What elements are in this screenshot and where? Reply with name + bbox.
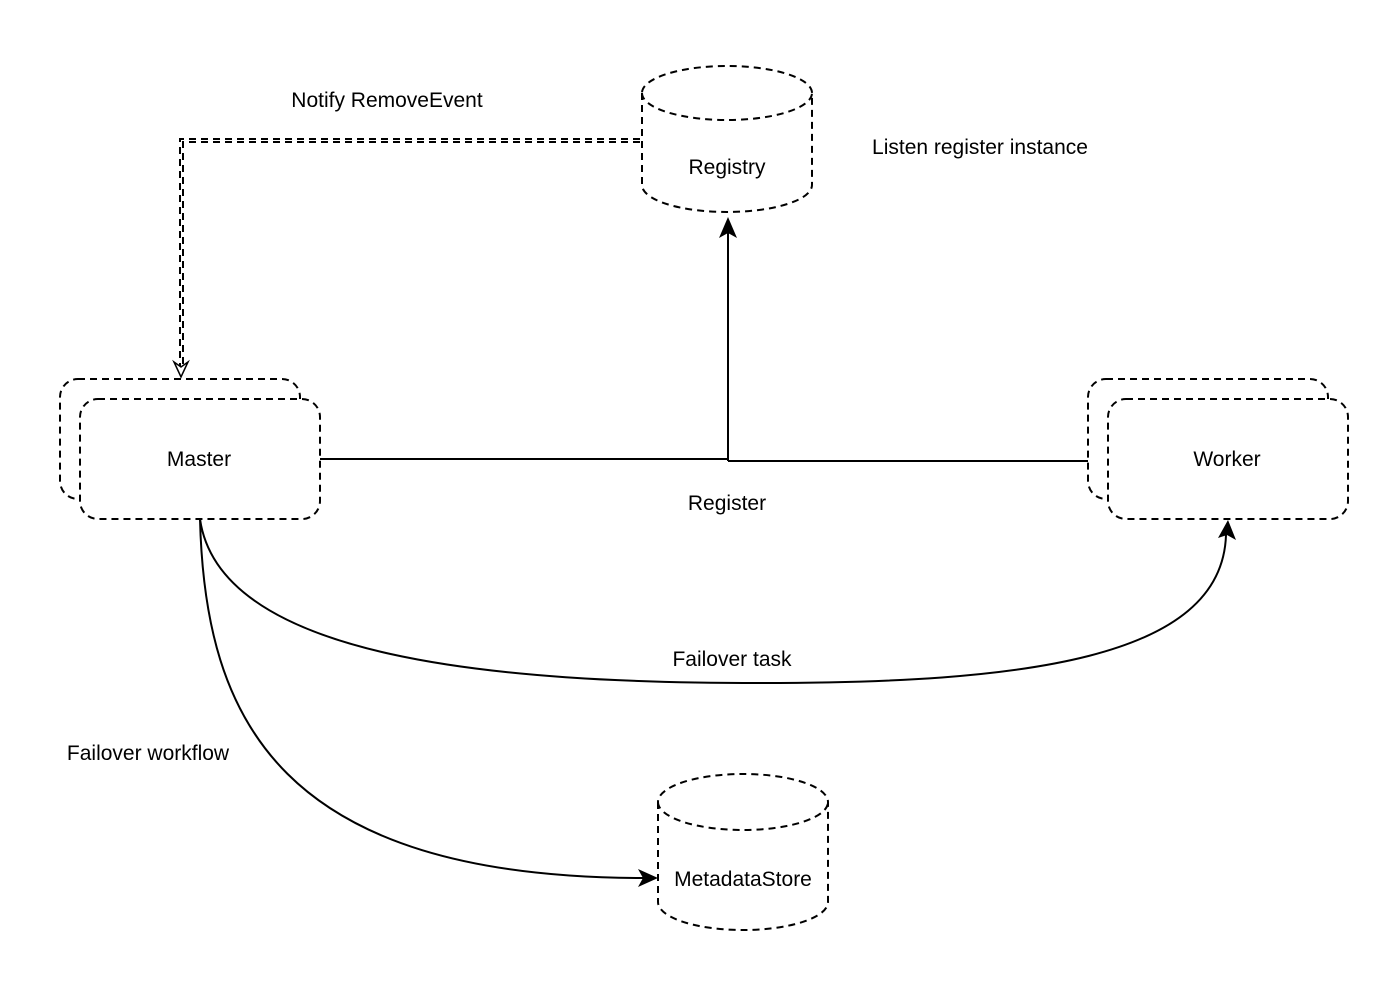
registry-label: Registry bbox=[688, 156, 766, 179]
master-node[interactable]: Master bbox=[59, 378, 321, 520]
listen-register-instance-label: Listen register instance bbox=[872, 136, 1088, 159]
metadata-store-label: MetadataStore bbox=[674, 868, 812, 891]
failover-workflow-arrowhead bbox=[638, 869, 658, 887]
notify-edge-line-a bbox=[179, 138, 640, 372]
worker-node[interactable]: Worker bbox=[1087, 378, 1349, 520]
failover-workflow-curve bbox=[199, 518, 646, 879]
master-label: Master bbox=[167, 448, 231, 471]
metadata-store-cylinder-body bbox=[657, 773, 829, 931]
registry-cylinder-top bbox=[641, 92, 813, 121]
edge-notify-remove-event bbox=[172, 138, 640, 379]
registry-cylinder-body bbox=[641, 65, 813, 213]
notify-arrowhead bbox=[172, 359, 190, 379]
worker-front-card bbox=[1107, 398, 1349, 520]
failover-task-curve bbox=[199, 518, 1227, 685]
worker-label: Worker bbox=[1193, 448, 1260, 471]
failover-task-arrowhead bbox=[1218, 520, 1236, 540]
edge-failover-task bbox=[199, 518, 1236, 685]
metadata-store-node[interactable]: MetadataStore bbox=[657, 773, 829, 931]
notify-remove-event-label: Notify RemoveEvent bbox=[291, 89, 483, 112]
metadata-store-cylinder-top bbox=[657, 801, 829, 831]
edge-register bbox=[320, 217, 1088, 462]
notify-edge-line-b bbox=[182, 141, 640, 372]
register-label: Register bbox=[688, 492, 766, 515]
failover-workflow-label: Failover workflow bbox=[67, 742, 230, 765]
registry-node[interactable]: Registry bbox=[641, 65, 813, 213]
edge-failover-workflow bbox=[199, 518, 658, 887]
register-arrowhead bbox=[719, 217, 737, 238]
failover-task-label: Failover task bbox=[672, 648, 792, 671]
